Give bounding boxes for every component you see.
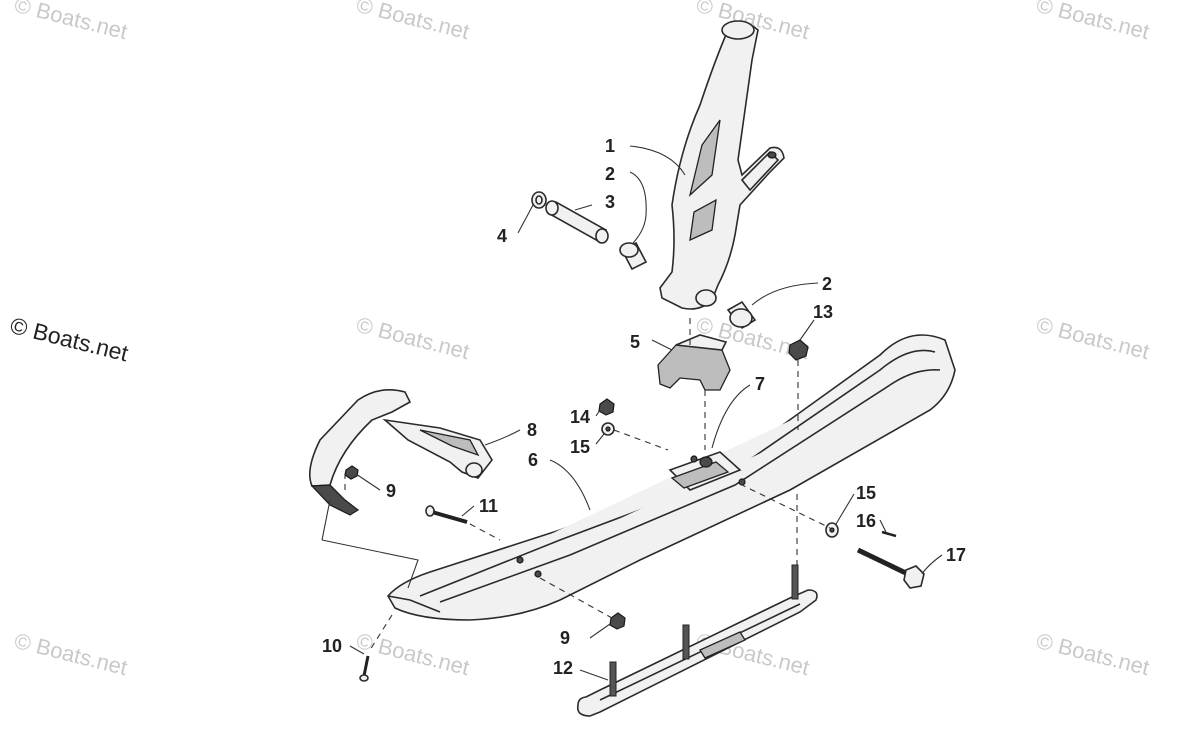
callout-13: 13 xyxy=(813,302,833,322)
assembly-line xyxy=(321,539,419,589)
washer xyxy=(531,191,547,209)
bolt-17 xyxy=(856,547,925,589)
callout-11: 11 xyxy=(479,496,498,516)
leader-14 xyxy=(595,409,601,417)
ski xyxy=(387,334,956,621)
leader-9a xyxy=(355,473,381,491)
callout-4: 4 xyxy=(497,226,507,246)
nut-14 xyxy=(598,398,615,416)
leader-10 xyxy=(349,645,365,655)
leader-9b xyxy=(589,623,611,639)
callout-14: 14 xyxy=(570,407,590,427)
screw-10 xyxy=(359,655,370,682)
leader-8 xyxy=(484,429,521,446)
callout-9: 9 xyxy=(386,481,396,501)
ski-block xyxy=(657,334,731,391)
leader-13 xyxy=(799,319,815,341)
assembly-line xyxy=(321,499,331,541)
leader-4 xyxy=(517,204,534,234)
sleeve xyxy=(545,200,609,244)
leader-12 xyxy=(579,669,609,681)
callout-3: 3 xyxy=(605,192,615,212)
washer-15-right-hole xyxy=(829,527,835,533)
callout-1: 1 xyxy=(605,136,615,156)
cotter-pin-16 xyxy=(881,530,897,538)
assembly-line xyxy=(539,577,613,619)
leader-2b xyxy=(751,282,819,306)
callout-16: 16 xyxy=(856,511,876,531)
leader-2a xyxy=(629,171,647,244)
spindle-part xyxy=(659,20,785,310)
callout-6: 6 xyxy=(528,450,538,470)
callout-5: 5 xyxy=(630,332,640,352)
callout-15: 15 xyxy=(570,437,590,457)
bushing-lower xyxy=(726,300,757,330)
callout-10: 10 xyxy=(322,636,342,656)
nut-13 xyxy=(788,339,809,361)
callout-12: 12 xyxy=(553,658,573,678)
assembly-line xyxy=(469,523,501,541)
leader-15b xyxy=(835,493,855,525)
assembly-line xyxy=(739,483,831,529)
callout-8: 8 xyxy=(527,420,537,440)
callout-9: 9 xyxy=(560,628,570,648)
leader-15a xyxy=(595,433,605,445)
washer-15-hole xyxy=(605,426,611,432)
callout-2: 2 xyxy=(822,274,832,294)
leader-3 xyxy=(574,204,593,211)
nut-9-upper xyxy=(344,465,359,480)
leader-6 xyxy=(549,459,591,511)
leader-17 xyxy=(921,554,943,575)
bushing-upper xyxy=(619,241,648,271)
leader-11 xyxy=(461,505,475,517)
leader-5 xyxy=(651,339,673,351)
leader-16 xyxy=(879,519,887,533)
callout-15: 15 xyxy=(856,483,876,503)
callout-7: 7 xyxy=(755,374,765,394)
ski-handle xyxy=(309,389,493,516)
callout-17: 17 xyxy=(946,545,966,565)
assembly-line xyxy=(613,429,669,451)
leader-1 xyxy=(629,145,686,176)
callout-2: 2 xyxy=(605,164,615,184)
leader-7 xyxy=(711,384,751,449)
assembly-line xyxy=(369,614,393,651)
nut-9-lower xyxy=(609,612,626,630)
wear-bar xyxy=(576,564,818,717)
bolt-11 xyxy=(425,505,468,524)
